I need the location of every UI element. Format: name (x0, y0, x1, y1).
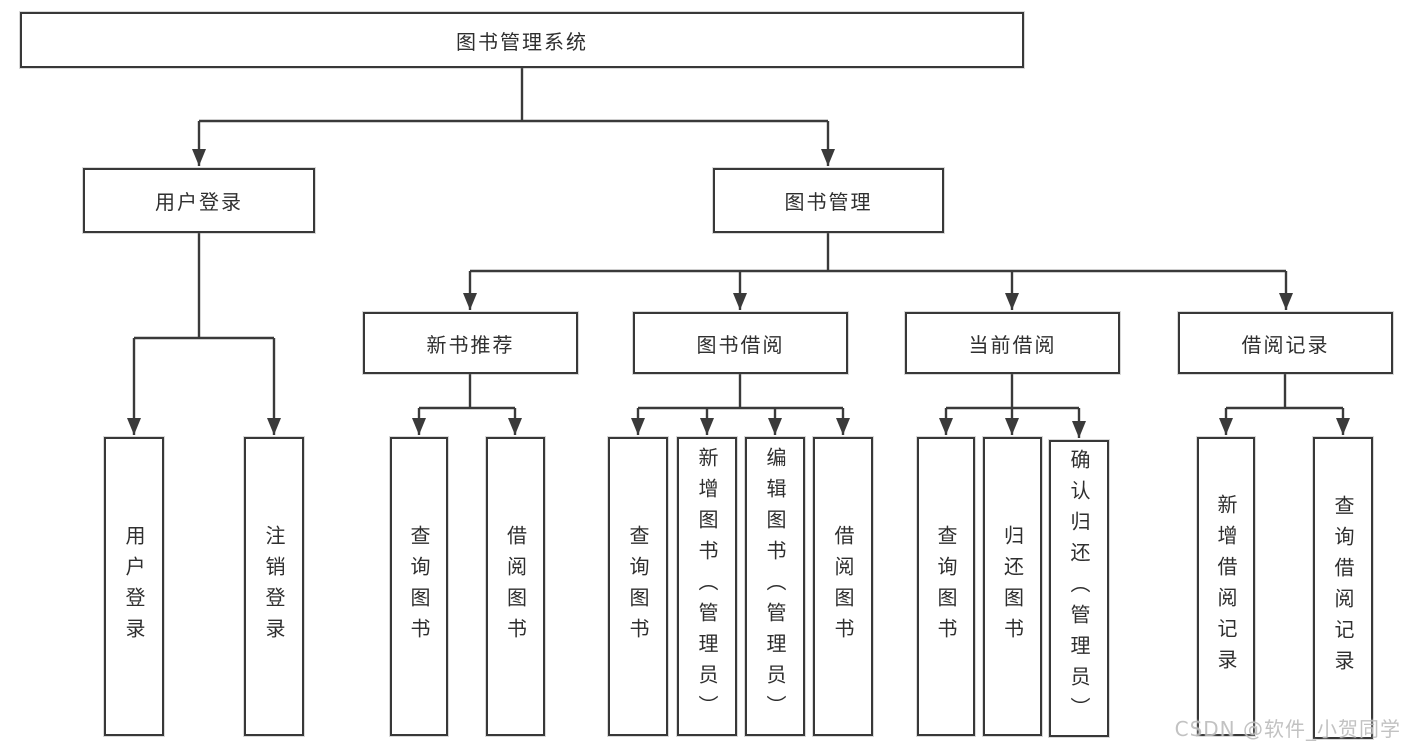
leaf-borrow-add-books-admin-label: 新增图书（管理员） (695, 447, 719, 726)
node-borrow-records: 借阅记录 (1178, 312, 1393, 374)
connector-recommend-split (412, 374, 522, 435)
leaf-record-add-borrow-record-label: 新增借阅记录 (1214, 493, 1238, 680)
leaf-current-confirm-return-admin-label: 确认归还（管理员） (1067, 449, 1091, 728)
leaf-recommend-query-books: 查询图书 (390, 437, 448, 736)
leaf-current-query-books-label: 查询图书 (934, 524, 958, 649)
leaf-current-query-books: 查询图书 (917, 437, 975, 736)
leaf-record-query-borrow-record-label: 查询借阅记录 (1331, 495, 1355, 681)
connector-root-split (192, 68, 835, 166)
node-current-borrow: 当前借阅 (905, 312, 1120, 374)
node-current-borrow-label: 当前借阅 (968, 332, 1057, 357)
leaf-record-query-borrow-record: 查询借阅记录 (1313, 437, 1373, 739)
connector-record-split (1219, 374, 1350, 435)
node-book-borrow: 图书借阅 (633, 312, 848, 374)
leaf-borrow-edit-books-admin-label: 编辑图书（管理员） (763, 447, 787, 726)
node-user-login: 用户登录 (83, 168, 315, 233)
leaf-current-confirm-return-admin: 确认归还（管理员） (1049, 440, 1109, 737)
leaf-borrow-borrow-books: 借阅图书 (813, 437, 873, 736)
node-root-system-label: 图书管理系统 (456, 29, 588, 54)
node-user-login-label: 用户登录 (155, 190, 243, 214)
leaf-recommend-query-books-label: 查询图书 (407, 524, 431, 649)
leaf-borrow-query-books: 查询图书 (608, 437, 668, 736)
connector-management-split (463, 233, 1293, 310)
node-new-book-recommend: 新书推荐 (363, 312, 578, 374)
node-borrow-records-label: 借阅记录 (1241, 332, 1330, 357)
csdn-watermark: CSDN @软件_小贺同学 (1174, 717, 1401, 741)
connector-current-split (939, 374, 1086, 438)
leaf-logout-label: 注销登录 (262, 524, 286, 649)
node-root-system: 图书管理系统 (20, 12, 1024, 68)
node-book-management-label: 图书管理 (784, 190, 873, 214)
leaf-borrow-edit-books-admin: 编辑图书（管理员） (745, 437, 805, 736)
leaf-borrow-add-books-admin: 新增图书（管理员） (677, 437, 737, 736)
node-book-borrow-label: 图书借阅 (696, 332, 785, 357)
leaf-recommend-borrow-books: 借阅图书 (486, 437, 545, 736)
leaf-user-login: 用户登录 (104, 437, 164, 736)
node-new-book-recommend-label: 新书推荐 (426, 332, 515, 357)
connector-login-split (127, 233, 281, 435)
leaf-logout: 注销登录 (244, 437, 304, 736)
leaf-borrow-borrow-books-label: 借阅图书 (831, 524, 855, 649)
leaf-borrow-query-books-label: 查询图书 (626, 524, 650, 649)
node-book-management: 图书管理 (713, 168, 944, 233)
leaf-user-login-label: 用户登录 (122, 524, 146, 649)
connector-borrow-split (631, 374, 850, 435)
leaf-record-add-borrow-record: 新增借阅记录 (1197, 437, 1255, 736)
leaf-recommend-borrow-books-label: 借阅图书 (503, 524, 528, 649)
leaf-current-return-books: 归还图书 (983, 437, 1042, 736)
leaf-current-return-books-label: 归还图书 (1000, 524, 1025, 649)
